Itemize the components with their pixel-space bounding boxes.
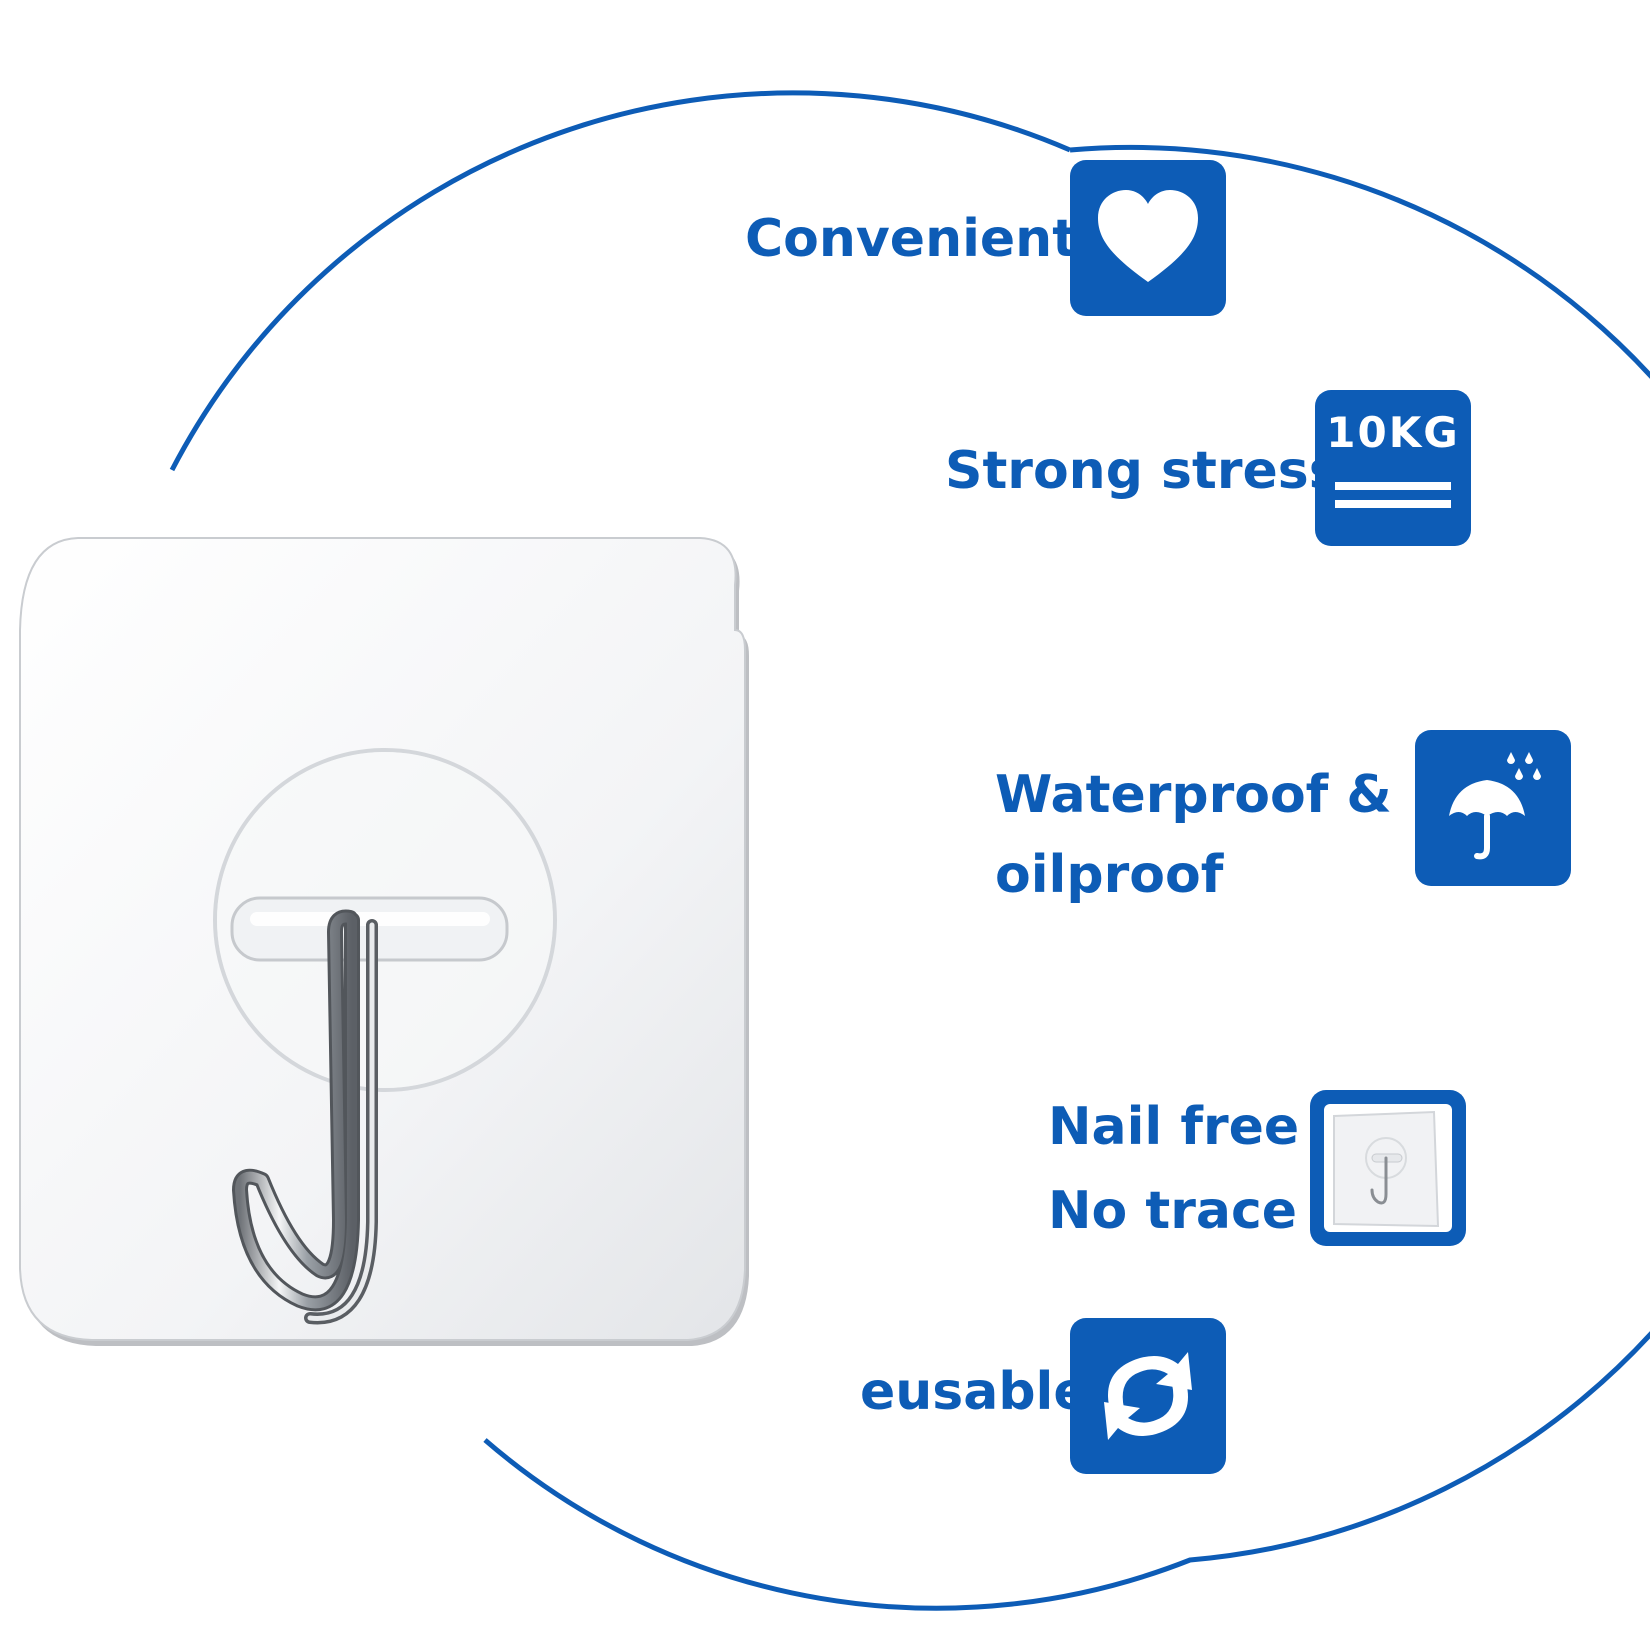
feature-label-nail-free: Nail free No trace <box>1048 1085 1299 1253</box>
feature-line: No trace <box>1048 1181 1298 1241</box>
feature-icon-tile-waterproof <box>1415 730 1571 886</box>
feature-icon-tile-reusable <box>1070 1318 1226 1474</box>
feature-line: eusable <box>860 1362 1089 1422</box>
feature-label-convenient: Convenient <box>745 200 1077 278</box>
feature-line: Waterproof & <box>995 765 1392 825</box>
feature-label-waterproof: Waterproof & oilproof <box>995 755 1392 915</box>
feature-icon-tile-convenient <box>1070 160 1226 316</box>
recycle-arrows-icon <box>1104 1352 1192 1440</box>
feature-line: oilproof <box>995 845 1224 905</box>
weight-icon <box>1335 482 1451 508</box>
feature-label-strong-stress: Strong stress <box>945 432 1340 510</box>
feature-line: Strong stress <box>945 441 1340 501</box>
feature-line: Nail free <box>1048 1097 1300 1157</box>
feature-label-reusable: eusable <box>860 1353 1089 1431</box>
weight-label: 10KG <box>1326 408 1460 457</box>
heart-icon <box>1098 190 1198 282</box>
feature-line: Convenient <box>745 209 1078 269</box>
umbrella-rain-icon <box>1449 752 1541 860</box>
hook-thumbnail-icon <box>1324 1104 1452 1232</box>
feature-icon-tile-nail-free <box>1310 1090 1466 1246</box>
feature-icon-tile-strong-stress: 10KG <box>1315 390 1471 546</box>
